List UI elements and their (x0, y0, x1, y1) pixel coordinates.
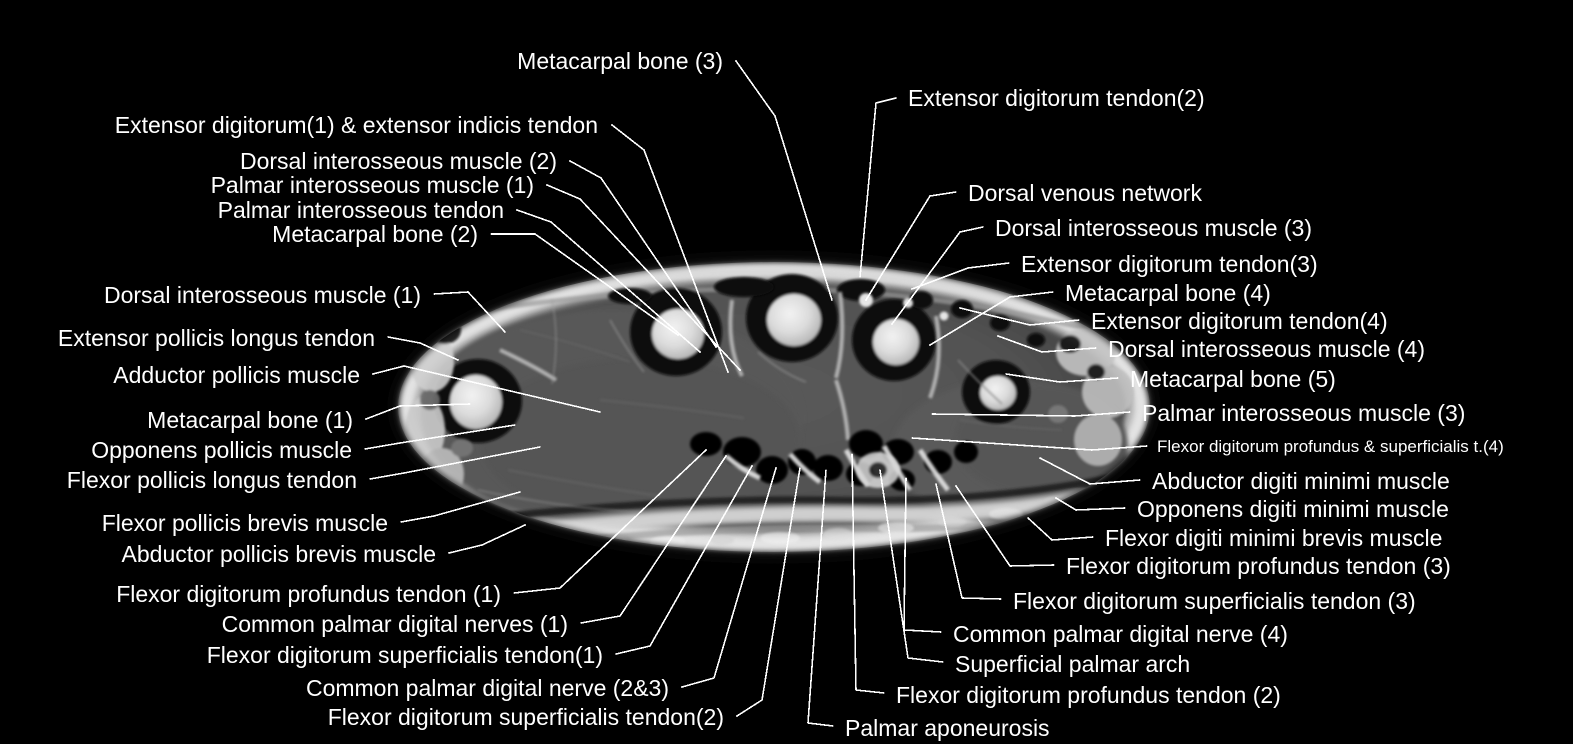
label-extensor-digitorum-1-extensor-indicis-tendon: Extensor digitorum(1) & extensor indicis… (114, 112, 598, 138)
label-metacarpal-bone-2: Metacarpal bone (2) (272, 221, 478, 247)
label-palmar-aponeurosis: Palmar aponeurosis (845, 715, 1050, 741)
label-dorsal-interosseous-muscle-1: Dorsal interosseous muscle (1) (103, 282, 421, 308)
label-palmar-interosseous-muscle-3: Palmar interosseous muscle (3) (1142, 400, 1466, 426)
label-abductor-pollicis-brevis-muscle: Abductor pollicis brevis muscle (121, 541, 436, 567)
label-common-palmar-digital-nerves-1: Common palmar digital nerves (1) (221, 611, 568, 637)
label-extensor-digitorum-tendon-4: Extensor digitorum tendon(4) (1091, 308, 1388, 334)
label-extensor-digitorum-tendon-3: Extensor digitorum tendon(3) (1021, 251, 1318, 277)
label-palmar-interosseous-tendon: Palmar interosseous tendon (217, 197, 504, 223)
label-superficial-palmar-arch: Superficial palmar arch (955, 651, 1191, 677)
label-metacarpal-bone-4: Metacarpal bone (4) (1065, 280, 1271, 306)
label-extensor-digitorum-tendon-2: Extensor digitorum tendon(2) (908, 85, 1205, 111)
label-palmar-interosseous-muscle-1: Palmar interosseous muscle (1) (210, 172, 534, 198)
label-metacarpal-bone-3: Metacarpal bone (3) (517, 48, 723, 74)
label-flexor-digiti-minimi-brevis-muscle: Flexor digiti minimi brevis muscle (1105, 525, 1443, 551)
label-common-palmar-digital-nerve-4: Common palmar digital nerve (4) (953, 621, 1288, 647)
label-opponens-digiti-minimi-muscle: Opponens digiti minimi muscle (1137, 496, 1449, 522)
label-dorsal-interosseous-muscle-2: Dorsal interosseous muscle (2) (239, 148, 557, 174)
label-flexor-pollicis-brevis-muscle: Flexor pollicis brevis muscle (101, 510, 388, 536)
label-dorsal-interosseous-muscle-3: Dorsal interosseous muscle (3) (995, 215, 1313, 241)
label-extensor-pollicis-longus-tendon: Extensor pollicis longus tendon (57, 325, 375, 351)
label-flexor-digitorum-profundus-superficialis-t-4: Flexor digitorum profundus & superficial… (1157, 437, 1504, 456)
label-flexor-pollicis-longus-tendon: Flexor pollicis longus tendon (66, 467, 357, 493)
label-abductor-digiti-minimi-muscle: Abductor digiti minimi muscle (1152, 468, 1450, 494)
label-flexor-digitorum-profundus-tendon-1: Flexor digitorum profundus tendon (1) (116, 581, 501, 607)
label-metacarpal-bone-5: Metacarpal bone (5) (1130, 366, 1336, 392)
label-opponens-pollicis-muscle: Opponens pollicis muscle (91, 437, 352, 463)
label-flexor-digitorum-profundus-tendon-3: Flexor digitorum profundus tendon (3) (1066, 553, 1451, 579)
label-metacarpal-bone-1: Metacarpal bone (1) (147, 407, 353, 433)
label-flexor-digitorum-profundus-tendon-2: Flexor digitorum profundus tendon (2) (896, 682, 1281, 708)
label-common-palmar-digital-nerve-2-3: Common palmar digital nerve (2&3) (305, 675, 669, 701)
label-adductor-pollicis-muscle: Adductor pollicis muscle (113, 362, 360, 388)
label-flexor-digitorum-superficialis-tendon-2: Flexor digitorum superficialis tendon(2) (327, 704, 724, 730)
label-flexor-digitorum-superficialis-tendon-1: Flexor digitorum superficialis tendon(1) (206, 642, 603, 668)
label-dorsal-interosseous-muscle-4: Dorsal interosseous muscle (4) (1108, 336, 1426, 362)
label-dorsal-venous-network: Dorsal venous network (968, 180, 1202, 206)
label-flexor-digitorum-superficialis-tendon-3: Flexor digitorum superficialis tendon (3… (1013, 588, 1416, 614)
